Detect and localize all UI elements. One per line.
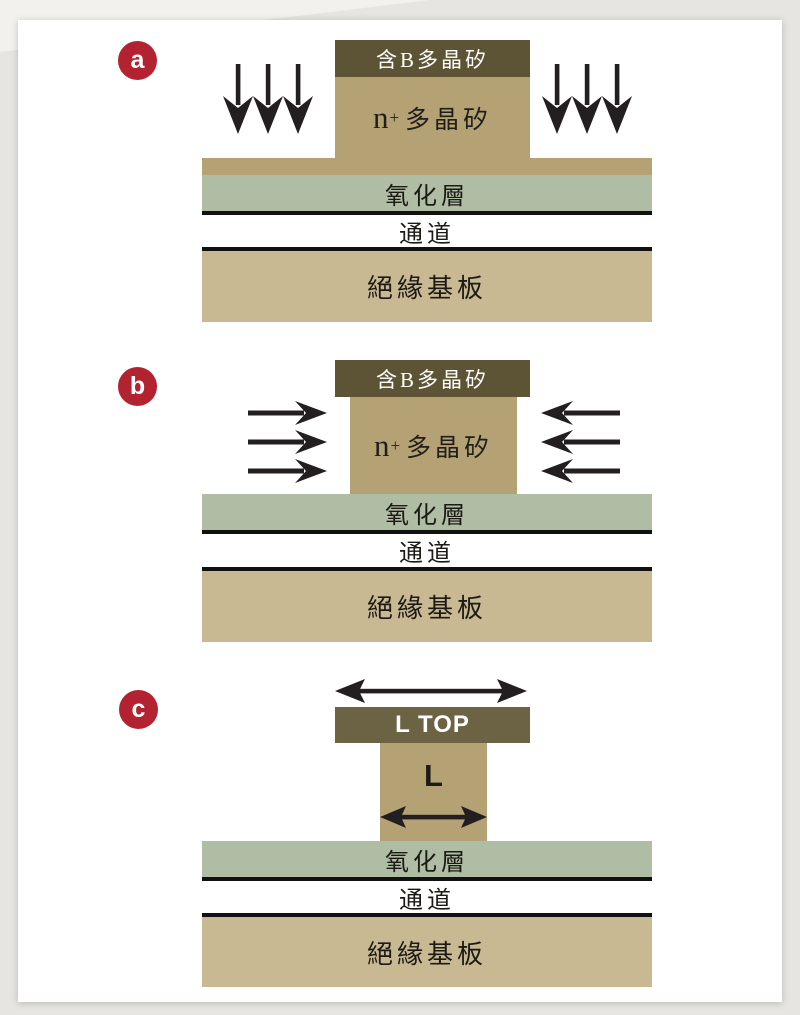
down-arrow-icon — [253, 64, 283, 134]
channel-label: 通道 — [399, 541, 455, 567]
down-arrow-icon — [602, 64, 632, 134]
right-arrow-icon — [248, 430, 327, 454]
panel-c-gate-block — [380, 743, 487, 841]
double-arrow-horizontal-icon — [335, 679, 527, 703]
nplus-label-n: n — [373, 427, 390, 463]
panel-a-boron-poly-cap: 含B多晶矽 — [335, 40, 530, 77]
panel-a-channel-layer: 通道 — [202, 215, 652, 251]
boron-poly-label: 含B多晶矽 — [375, 47, 489, 72]
oxide-label: 氧化層 — [385, 502, 469, 529]
panel-c-ltop-cap: L TOP — [335, 707, 530, 743]
substrate-label: 絕緣基板 — [366, 274, 487, 303]
panel-b-oxide-layer: 氧化層 — [202, 494, 652, 534]
boron-poly-label: 含B多晶矽 — [375, 367, 489, 392]
oxide-label: 氧化層 — [385, 183, 469, 210]
panel-a-deposited-poly-layer — [202, 158, 652, 175]
panel-c-badge-letter: c — [131, 695, 146, 723]
panel-b-boron-poly-cap: 含B多晶矽 — [335, 360, 530, 397]
substrate-label: 絕緣基板 — [366, 939, 487, 969]
right-arrow-icon — [248, 401, 327, 425]
down-arrow-icon — [542, 64, 572, 134]
panel-a-badge-letter: a — [130, 46, 145, 74]
panel-b-badge: b — [118, 367, 157, 406]
nplus-label-poly: 多晶矽 — [405, 106, 493, 134]
panel-c-channel-layer: 通道 — [202, 881, 652, 917]
oxide-label: 氧化層 — [385, 849, 469, 876]
channel-label: 通道 — [399, 221, 455, 248]
panel-a: a 含B多晶矽 n+多晶矽 氧化層 通道 絕緣基板 — [0, 0, 800, 340]
left-arrow-icon — [541, 430, 620, 454]
panel-b-badge-letter: b — [129, 372, 146, 400]
gate-length-label: L — [380, 758, 487, 794]
nplus-label-poly: 多晶矽 — [406, 434, 494, 462]
panel-b-nplus-poly-block: n+多晶矽 — [350, 397, 517, 494]
panel-c-oxide-layer: 氧化層 — [202, 841, 652, 881]
panel-a-oxide-layer: 氧化層 — [202, 175, 652, 215]
panel-a-substrate-layer: 絕緣基板 — [202, 251, 652, 322]
down-arrow-icon — [223, 64, 253, 134]
panel-c-substrate-layer: 絕緣基板 — [202, 917, 652, 987]
left-arrow-icon — [541, 401, 620, 425]
left-arrow-icon — [541, 459, 620, 483]
down-arrow-icon — [572, 64, 602, 134]
nplus-label-sup: + — [389, 107, 400, 127]
nplus-label-sup: + — [390, 435, 401, 455]
panel-c-badge: c — [119, 690, 158, 729]
panel-a-nplus-poly-block: n+多晶矽 — [335, 77, 530, 158]
panel-b-channel-layer: 通道 — [202, 534, 652, 571]
nplus-label-n: n — [372, 99, 389, 135]
double-arrow-horizontal-icon — [380, 806, 487, 828]
right-arrow-icon — [248, 459, 327, 483]
channel-label: 通道 — [399, 887, 455, 914]
panel-b-substrate-layer: 絕緣基板 — [202, 571, 652, 642]
ltop-label: L TOP — [395, 711, 470, 738]
down-arrow-icon — [283, 64, 313, 134]
substrate-label: 絕緣基板 — [366, 594, 487, 623]
panel-a-badge: a — [118, 41, 157, 80]
gate-length-letter: L — [424, 758, 443, 793]
